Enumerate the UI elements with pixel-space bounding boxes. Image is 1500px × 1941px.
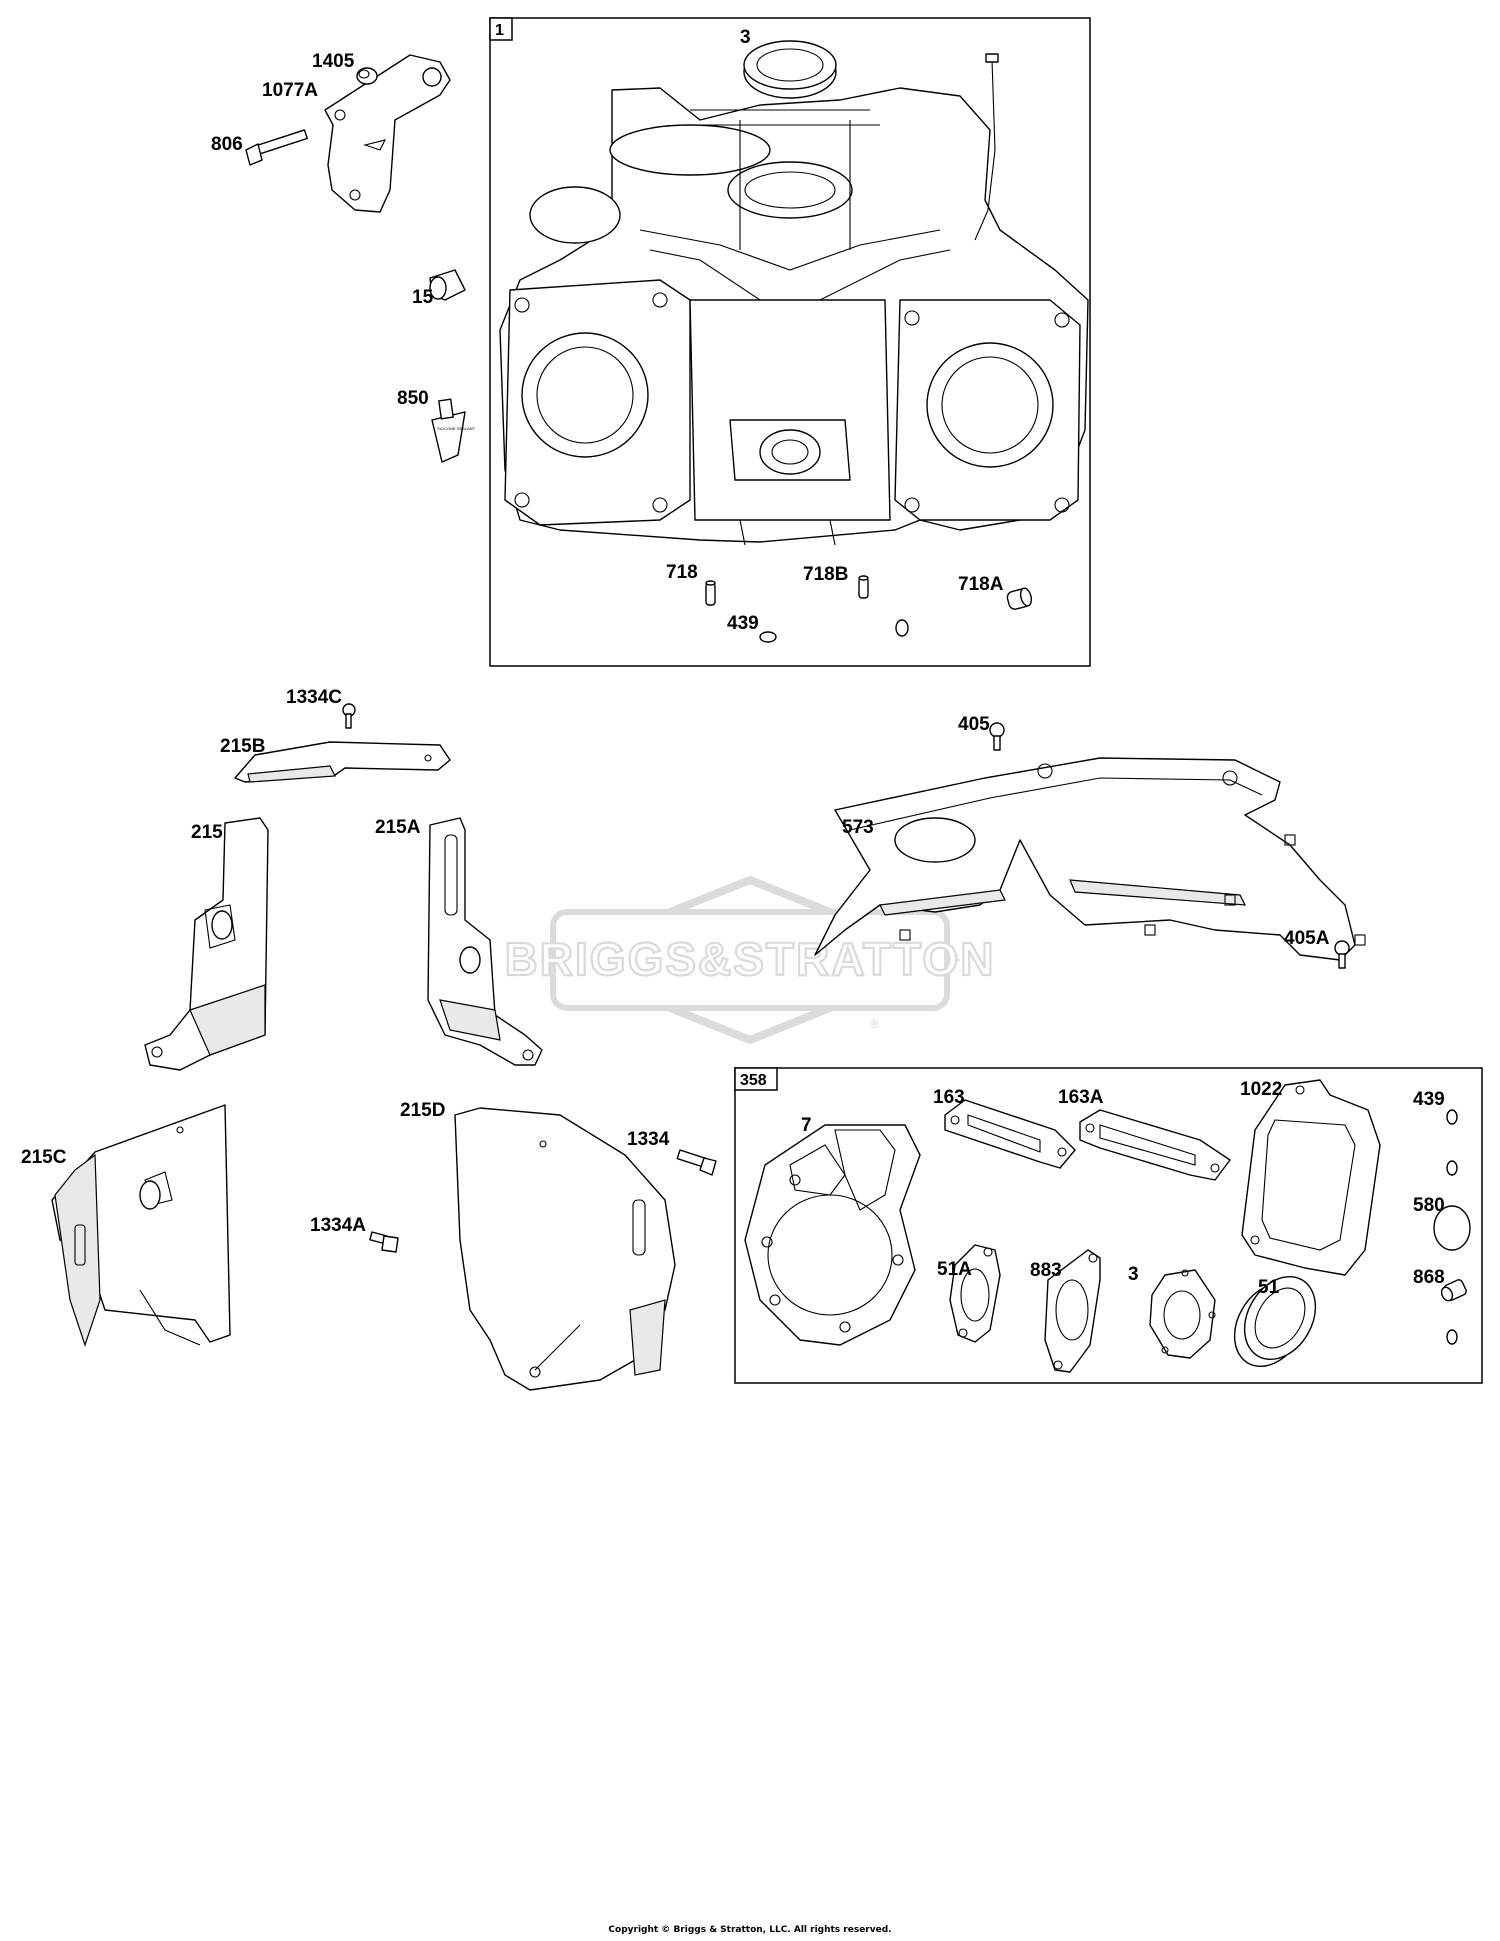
o-ring-439-kit-c bbox=[1446, 1329, 1458, 1345]
label-215A: 215A bbox=[375, 817, 421, 838]
dowel-pin-718B bbox=[858, 575, 869, 599]
label-215C: 215C bbox=[21, 1147, 67, 1168]
label-15: 15 bbox=[412, 287, 434, 308]
sealant-tube-850: SILICONE SEALANT bbox=[431, 398, 476, 463]
label-405: 405 bbox=[958, 714, 990, 735]
label-439-top: 439 bbox=[727, 613, 759, 634]
oil-seal-3-top bbox=[743, 40, 837, 99]
label-439-kit: 439 bbox=[1413, 1089, 1445, 1110]
bracket-1077A bbox=[324, 54, 451, 213]
bolt-405 bbox=[989, 722, 1005, 751]
copyright-notice: Copyright © Briggs & Stratton, LLC. All … bbox=[608, 1925, 892, 1935]
watermark-registered: ® bbox=[870, 1017, 879, 1031]
dowel-pin-718 bbox=[705, 580, 716, 606]
label-1405: 1405 bbox=[312, 51, 355, 72]
label-215: 215 bbox=[191, 822, 223, 843]
label-806: 806 bbox=[211, 134, 243, 155]
label-3-kit: 51 bbox=[1258, 1277, 1280, 1298]
grommet-15 bbox=[429, 269, 466, 301]
sealant-tube-text: SILICONE SEALANT bbox=[437, 426, 476, 431]
gasket-163 bbox=[944, 1099, 1076, 1169]
oil-seal-3-kit bbox=[1233, 1275, 1317, 1368]
shroud-215C bbox=[51, 1104, 231, 1347]
label-868: 868 bbox=[1413, 1267, 1445, 1288]
bolt-1334C bbox=[342, 703, 356, 729]
shroud-215D bbox=[454, 1107, 676, 1391]
label-1334A: 1334A bbox=[310, 1215, 366, 1236]
watermark-text: BRIGGS&STRATTON bbox=[505, 933, 996, 985]
brand-watermark: BRIGGS&STRATTON ® bbox=[503, 875, 996, 1045]
gasket-51A bbox=[1044, 1249, 1101, 1373]
bolt-806 bbox=[245, 129, 308, 166]
label-1022: 1022 bbox=[1240, 1079, 1282, 1100]
gasket-51 bbox=[949, 1244, 1001, 1343]
baffle-215 bbox=[144, 817, 269, 1071]
head-gasket-7 bbox=[744, 1124, 921, 1346]
label-883: 3 bbox=[1128, 1264, 1139, 1285]
bolt-405A bbox=[1334, 940, 1350, 969]
label-580: 580 bbox=[1413, 1195, 1445, 1216]
label-1077A: 1077A bbox=[262, 80, 318, 101]
nut-1405 bbox=[356, 67, 378, 85]
o-ring-439-kit-b bbox=[1446, 1160, 1458, 1176]
label-215D: 215D bbox=[400, 1100, 445, 1121]
label-51A: 883 bbox=[1030, 1260, 1062, 1281]
o-ring-439-top-b bbox=[895, 619, 909, 637]
bolt-1334 bbox=[676, 1149, 717, 1176]
label-163A: 163A bbox=[1058, 1087, 1104, 1108]
label-573: 573 bbox=[842, 817, 874, 838]
backplate-573 bbox=[814, 757, 1366, 961]
baffle-215A bbox=[427, 817, 543, 1066]
gasket-883 bbox=[1149, 1269, 1216, 1359]
group-1-crankcase: 1 bbox=[489, 17, 1091, 667]
gasket-163A bbox=[1079, 1109, 1231, 1181]
group-358-label: 358 bbox=[740, 1072, 767, 1089]
label-718B: 718B bbox=[803, 564, 848, 585]
label-215B: 215B bbox=[220, 736, 265, 757]
shield-215B bbox=[234, 741, 451, 783]
bolt-1334A bbox=[369, 1231, 399, 1253]
label-1334: 1334 bbox=[627, 1129, 670, 1150]
label-405A: 405A bbox=[1284, 928, 1330, 949]
label-51: 51A bbox=[937, 1259, 972, 1280]
bushing-718A bbox=[1006, 587, 1033, 610]
label-850: 850 bbox=[397, 388, 429, 409]
group-358-gasket-kit: 358 7 163 163A bbox=[734, 1067, 1483, 1384]
label-7: 7 bbox=[801, 1115, 812, 1136]
label-718: 718 bbox=[666, 562, 698, 583]
label-163: 163 bbox=[933, 1087, 965, 1108]
group-1-label: 1 bbox=[495, 22, 504, 39]
label-718A: 718A bbox=[958, 574, 1004, 595]
crankcase bbox=[499, 53, 1089, 546]
o-ring-439-top bbox=[759, 631, 777, 643]
o-ring-439-kit-a bbox=[1446, 1109, 1458, 1125]
o-ring-580 bbox=[1433, 1205, 1471, 1251]
label-3-top: 3 bbox=[740, 27, 751, 48]
nut-868 bbox=[1440, 1279, 1467, 1302]
gasket-1022 bbox=[1241, 1079, 1381, 1276]
label-1334C: 1334C bbox=[286, 687, 342, 708]
